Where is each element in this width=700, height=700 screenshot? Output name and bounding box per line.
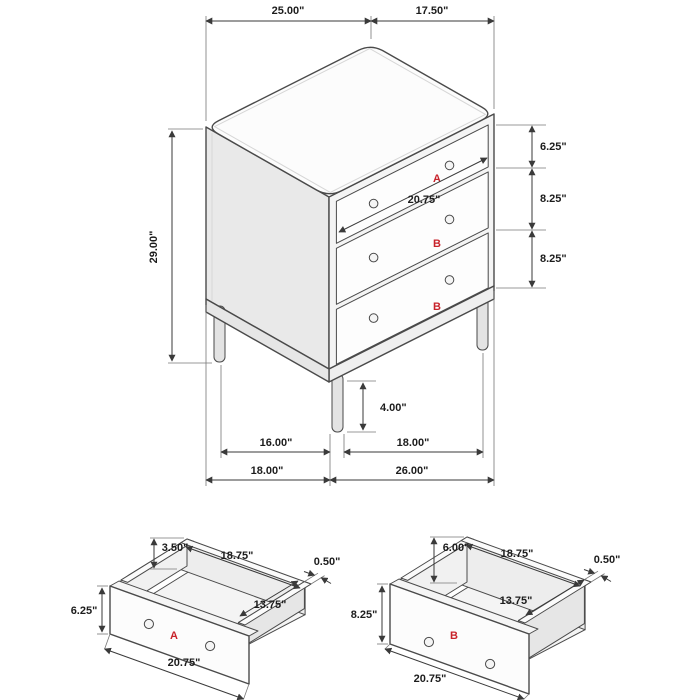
dim-a-front-width-text: 20.75" bbox=[168, 657, 201, 669]
drawer-a-detail-label: A bbox=[170, 630, 178, 642]
drawer-knob bbox=[444, 214, 455, 225]
dim-a-front-height-text: 6.25" bbox=[71, 605, 98, 617]
dim-a-wall-thickness-text: 0.50" bbox=[314, 556, 341, 568]
drawer-knob bbox=[205, 640, 216, 652]
drawer-b-detail-label: B bbox=[450, 630, 458, 642]
dim-b-front-height-text: 8.25" bbox=[351, 609, 378, 621]
dim-overall-height-text: 29.00" bbox=[148, 231, 160, 264]
drawer-b1-label: B bbox=[433, 238, 441, 250]
drawer-b2-front bbox=[335, 232, 489, 365]
dim-b-inner-width-text: 18.75" bbox=[501, 548, 534, 560]
dim-drawer-a-height-text: 6.25" bbox=[540, 141, 567, 153]
dim-drawer-width: 20.75" bbox=[338, 157, 488, 233]
dim-top-width: 25.00" bbox=[205, 5, 372, 121]
dim-drawer-b2-height-text: 8.25" bbox=[540, 253, 567, 265]
drawer-knob bbox=[444, 160, 455, 171]
dim-leg-span-width-text: 18.00" bbox=[397, 437, 430, 449]
dim-overall-height: 29.00" bbox=[148, 128, 212, 364]
dim-footprint-depth: 18.00" bbox=[205, 305, 331, 486]
dim-top-width-text: 25.00" bbox=[272, 5, 305, 17]
chest-isometric-view: A B B bbox=[205, 46, 495, 433]
dim-a-wall-thickness: 0.50" bbox=[303, 556, 341, 585]
drawer-b2-label: B bbox=[433, 301, 441, 313]
dim-footprint-width: 26.00" bbox=[329, 291, 495, 486]
dim-leg-span-width: 18.00" bbox=[343, 353, 484, 458]
dim-drawer-heights: 6.25" 8.25" 8.25" bbox=[496, 124, 567, 289]
drawer-knob bbox=[368, 313, 379, 323]
chest-top-face bbox=[211, 46, 489, 195]
dim-b-side-height: 6.00" bbox=[430, 536, 470, 584]
drawer-b-detail: B 6.00" 18.75" 8.25" 0.50" 13.75" bbox=[351, 536, 621, 700]
drawer-knob bbox=[368, 252, 379, 263]
dim-footprint-depth-text: 18.00" bbox=[251, 465, 284, 477]
dim-b-inner-width: 18.75" bbox=[465, 543, 581, 588]
dim-a-side-height: 3.50" bbox=[150, 537, 189, 570]
drawer-knob bbox=[368, 198, 379, 209]
drawer-knob bbox=[143, 618, 154, 630]
dim-b-wall-thickness-text: 0.50" bbox=[594, 554, 621, 566]
dim-b-inner-depth: 13.75" bbox=[500, 579, 585, 616]
chest-leg bbox=[331, 373, 344, 433]
chest-top-inner-edge bbox=[213, 48, 487, 193]
dim-drawer-width-text: 20.75" bbox=[408, 194, 441, 206]
dim-b-front-width: 20.75" bbox=[384, 643, 530, 700]
drawer-a-detail: A 3.50" 18.75" 6.25" 0.50" 13.75" bbox=[71, 537, 341, 700]
drawer-knob bbox=[423, 636, 434, 648]
dim-leg-span-depth: 16.00" bbox=[220, 365, 331, 486]
dim-b-wall-thickness: 0.50" bbox=[583, 554, 621, 583]
dim-a-side-height-text: 3.50" bbox=[162, 542, 189, 554]
dim-a-inner-width-text: 18.75" bbox=[221, 550, 254, 562]
dim-top-depth: 17.50" bbox=[370, 5, 495, 109]
dim-drawer-b1-height-text: 8.25" bbox=[540, 193, 567, 205]
dim-leg-height-text: 4.00" bbox=[380, 402, 407, 414]
dim-b-side-height-text: 6.00" bbox=[443, 542, 470, 554]
drawer-knob bbox=[485, 658, 496, 670]
dim-a-inner-depth: 13.75" bbox=[239, 580, 299, 617]
dim-b-inner-depth-text: 13.75" bbox=[500, 595, 533, 607]
dim-footprint-width-text: 26.00" bbox=[396, 465, 429, 477]
dim-leg-span-depth-text: 16.00" bbox=[260, 437, 293, 449]
dim-a-inner-depth-text: 13.75" bbox=[254, 599, 287, 611]
dim-b-front-height: 8.25" bbox=[351, 583, 388, 645]
dim-a-front-height: 6.25" bbox=[71, 585, 108, 635]
dim-leg-height: 4.00" bbox=[347, 380, 407, 433]
dim-a-front-width: 20.75" bbox=[103, 633, 250, 700]
drawer-knob bbox=[444, 275, 455, 285]
dim-top-depth-text: 17.50" bbox=[416, 5, 449, 17]
dim-b-front-width-text: 20.75" bbox=[414, 673, 447, 685]
